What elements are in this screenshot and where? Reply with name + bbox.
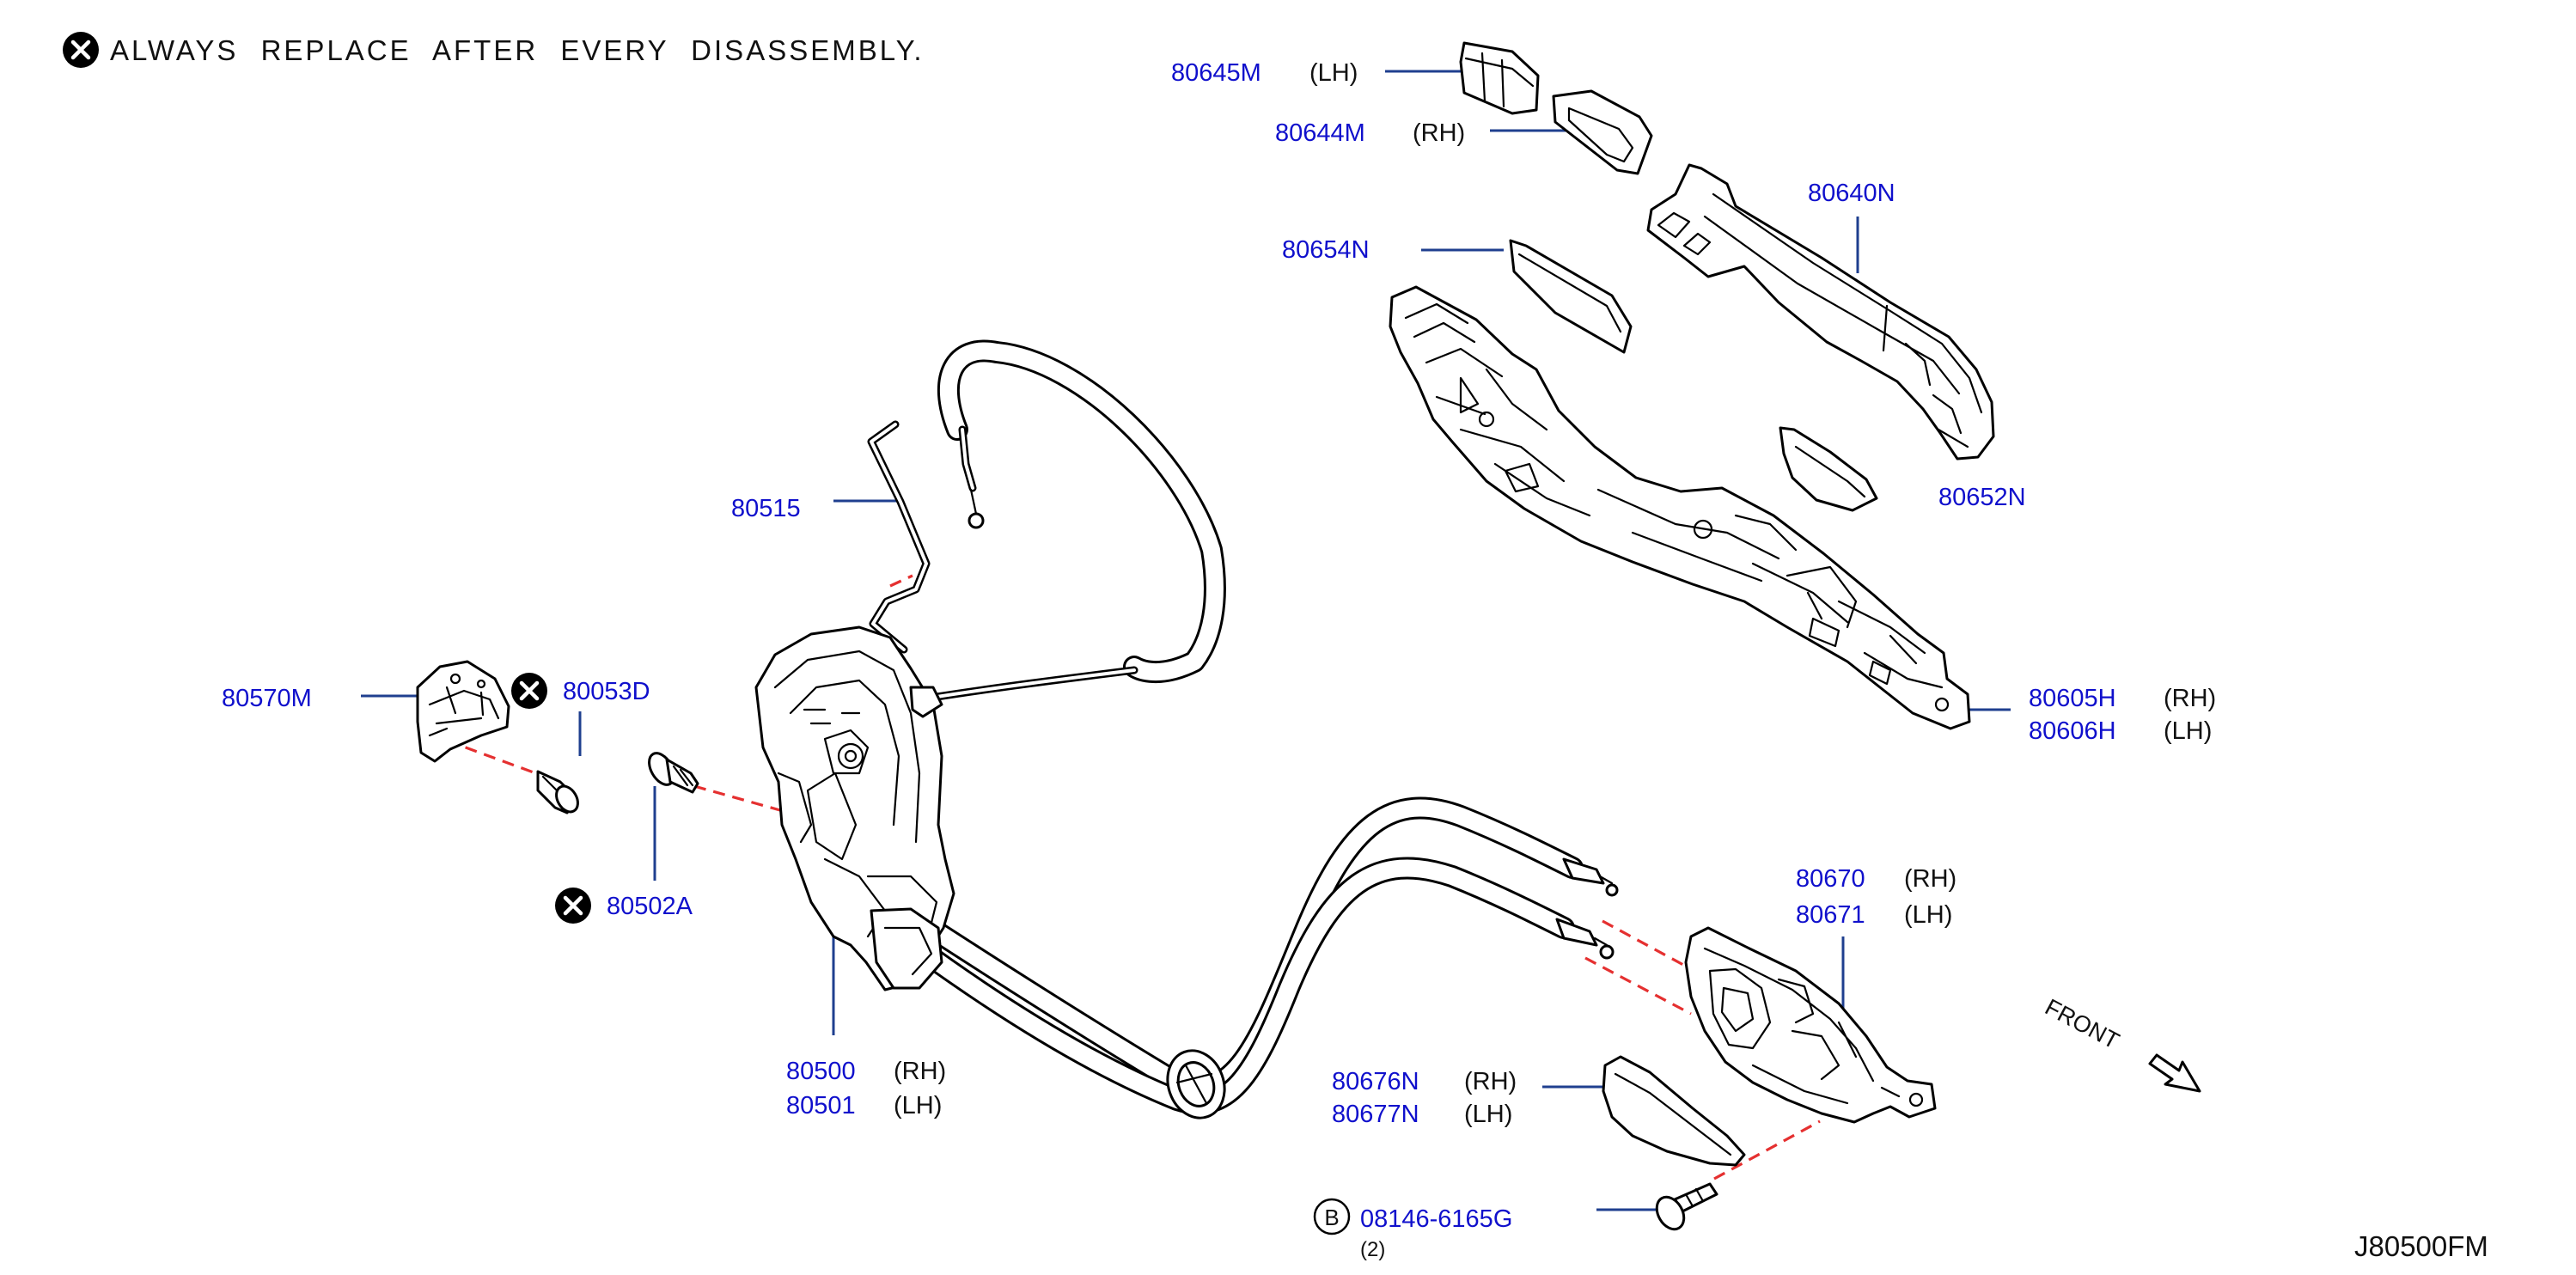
part-number-80606H: 80606H: [2029, 717, 2116, 745]
handle-end-cap-rh: [1552, 89, 1653, 175]
handle-bolt: [1655, 1182, 1718, 1231]
replace-mark-80502A-icon: [555, 888, 591, 924]
part-number-80644M: 80644M: [1275, 119, 1365, 147]
side-label-80501: (LH): [894, 1092, 942, 1119]
dashed-links: [446, 574, 1821, 1180]
part-number-80676N: 80676N: [1332, 1068, 1419, 1095]
part-number-80502A: 80502A: [607, 893, 693, 920]
part-number-80654N: 80654N: [1282, 236, 1370, 264]
cables: [900, 339, 1619, 1119]
front-label: FRONT: [2041, 994, 2123, 1054]
replace-notice: ALWAYS REPLACE AFTER EVERY DISASSEMBLY.: [63, 32, 925, 68]
bolt-quantity: (2): [1360, 1238, 1385, 1261]
inside-door-handle: [1684, 926, 1937, 1124]
part-number-80640N: 80640N: [1808, 180, 1895, 207]
notice-text: ALWAYS REPLACE AFTER EVERY DISASSEMBLY.: [110, 34, 925, 66]
door-lock-actuator: [754, 625, 955, 991]
replace-mark-icon: [63, 32, 99, 68]
inside-handle-escutcheon: [1602, 1055, 1746, 1167]
part-number-80053D: 80053D: [563, 678, 650, 705]
leader-lines: [361, 70, 2011, 1211]
side-label-80677N: (LH): [1464, 1101, 1512, 1128]
striker-screw: [536, 770, 579, 814]
part-number-80645M: 80645M: [1171, 59, 1261, 87]
side-label-80605H: (RH): [2164, 685, 2216, 712]
part-number-80671: 80671: [1796, 901, 1865, 929]
lock-rod: [867, 420, 931, 654]
part-number-80677N: 80677N: [1332, 1101, 1419, 1128]
part-number-80501: 80501: [786, 1092, 856, 1119]
side-label-80671: (LH): [1904, 901, 1952, 929]
part-number-80500: 80500: [786, 1058, 856, 1085]
handle-pad-upper: [1509, 239, 1633, 354]
part-number-08146-6165G: 08146-6165G: [1360, 1205, 1512, 1233]
front-arrow-icon: [2148, 1053, 2201, 1093]
handle-end-cap-lh: [1459, 41, 1540, 115]
bolt-badge-icon: B: [1313, 1198, 1351, 1235]
part-number-80670: 80670: [1796, 865, 1865, 893]
handle-frame: [1389, 285, 1971, 730]
side-label-80606H: (LH): [2164, 717, 2212, 745]
bolt-badge-letter: B: [1324, 1205, 1339, 1230]
side-label-80670: (RH): [1904, 865, 1956, 893]
handle-pad-lower: [1779, 426, 1878, 512]
part-number-80652N: 80652N: [1938, 484, 2026, 511]
diagram-code: J80500FM: [2354, 1230, 2488, 1262]
side-label-80676N: (RH): [1464, 1068, 1517, 1095]
striker: [416, 660, 510, 763]
part-number-80570M: 80570M: [222, 685, 312, 712]
part-number-80515: 80515: [731, 495, 801, 522]
actuator-screw: [648, 752, 699, 794]
callout-labels: 80645M (LH) 80644M (RH) 80640N 80654N 80…: [222, 59, 2216, 1261]
side-label-80645M: (LH): [1309, 59, 1358, 87]
outside-door-handle: [1646, 163, 1995, 461]
side-label-80644M: (RH): [1413, 119, 1465, 147]
side-label-80500: (RH): [894, 1058, 946, 1085]
replace-mark-80053D-icon: [511, 673, 547, 709]
part-number-80605H: 80605H: [2029, 685, 2116, 712]
